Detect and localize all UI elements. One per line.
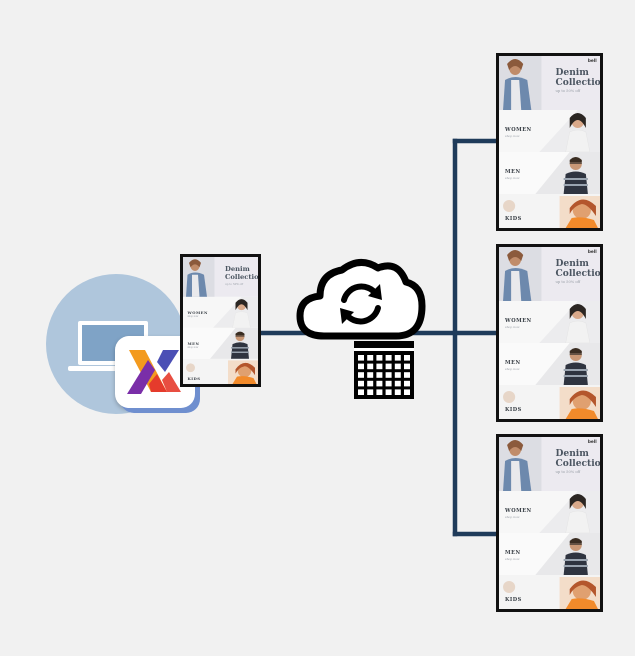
calendar-cell [358, 380, 364, 387]
screen-brand: bell [587, 249, 597, 255]
screen-artwork [499, 437, 600, 609]
screen-section-kids: KIDS [505, 406, 522, 413]
screen-artwork [499, 247, 600, 419]
screen-section-women-sub: shop now [505, 514, 520, 519]
calendar-cell [358, 372, 364, 378]
calendar-cell [385, 363, 392, 370]
calendar-cell [404, 380, 410, 387]
screen-section-women: WOMEN [505, 507, 532, 514]
screen-subtitle: up to 50% off [225, 281, 244, 286]
cloud-sync-icon [296, 259, 426, 340]
screen-title-line2: Collection [555, 77, 603, 89]
screen-section-women-sub: shop now [187, 314, 199, 318]
screen-section-women-sub: shop now [505, 133, 520, 138]
calendar-cell [385, 389, 392, 395]
calendar-cell [358, 389, 364, 395]
screen-section-men: MEN [505, 550, 521, 557]
screen-section-men-sub: shop now [505, 176, 520, 181]
screen-section-women: WOMEN [505, 126, 532, 133]
screen-title-line2: Collection [555, 458, 603, 470]
calendar-cell [404, 355, 410, 361]
calendar-cell [367, 380, 374, 387]
screen-section-men: MEN [505, 360, 521, 367]
calendar-cell [394, 372, 401, 378]
calendar-cell [367, 372, 374, 378]
calendar-cell [367, 389, 374, 395]
calendar-cell [404, 372, 410, 378]
screen-section-women: WOMEN [505, 317, 532, 324]
calendar-cell [385, 355, 392, 361]
calendar-cell [404, 363, 410, 370]
calendar-cell [376, 380, 383, 387]
screen-section-kids: KIDS [187, 375, 201, 381]
screen-title-line1: Denim [225, 265, 250, 273]
screen-brand: bell [587, 439, 597, 445]
screen-artwork [499, 56, 600, 228]
screen-section-men: MEN [187, 341, 200, 346]
calendar-cell [376, 389, 383, 395]
screen-section-men-sub: shop now [505, 557, 520, 562]
calendar-icon [354, 341, 414, 399]
calendar-cell [358, 355, 364, 361]
screen-title-line2: Collection [225, 272, 261, 281]
calendar-cell [367, 363, 374, 370]
screen-section-kids: KIDS [505, 596, 522, 603]
calendar-cell [394, 363, 401, 370]
calendar-cell [385, 380, 392, 387]
screen-brand: bell [587, 58, 597, 64]
screen-title-line2: Collection [555, 268, 603, 280]
app-logo-icon [127, 350, 181, 394]
screen-title-line1: Denim [555, 258, 589, 270]
calendar-cell [376, 372, 383, 378]
calendar-cell [376, 355, 383, 361]
calendar-cell [376, 363, 383, 370]
calendar-cell [394, 380, 401, 387]
calendar-cell [358, 363, 364, 370]
calendar-cell [394, 389, 401, 395]
calendar-cell [367, 355, 374, 361]
calendar-cell [404, 389, 410, 395]
screen-section-women-sub: shop now [505, 324, 520, 329]
screen-subtitle: up to 50% off [555, 280, 581, 285]
screen-section-men-sub: shop now [505, 367, 520, 372]
screen-section-men: MEN [505, 169, 521, 176]
screen-section-men-sub: shop now [187, 346, 199, 350]
calendar-cell [385, 372, 392, 378]
screen-section-kids: KIDS [505, 215, 522, 222]
screen-subtitle: up to 50% off [555, 89, 581, 94]
calendar-cell [394, 355, 401, 361]
screen-title-line1: Denim [555, 448, 589, 460]
screen-subtitle: up to 50% off [555, 470, 581, 475]
screen-section-women: WOMEN [187, 309, 208, 315]
screen-title-line1: Denim [555, 67, 589, 79]
screen-artwork [183, 257, 258, 384]
